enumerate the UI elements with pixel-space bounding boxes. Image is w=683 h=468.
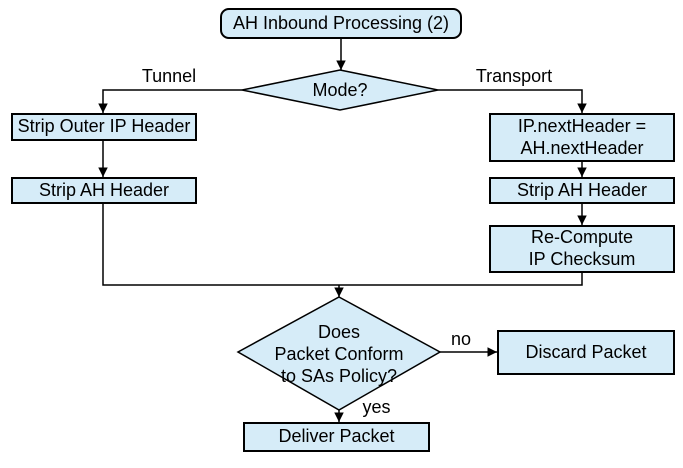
decision-policy-shape <box>236 296 442 411</box>
node-recompute-ip-checksum: Re-Compute IP Checksum <box>489 225 675 273</box>
decision-mode-label: Mode? <box>312 80 368 100</box>
node-start: AH Inbound Processing (2) <box>220 8 462 39</box>
node-strip-outer-ip-header: Strip Outer IP Header <box>11 113 197 141</box>
edge-label-transport: Transport <box>475 65 553 86</box>
edge-label-tunnel: Tunnel <box>141 65 197 86</box>
node-ip-nextheader: IP.nextHeader = AH.nextHeader <box>489 113 675 162</box>
decision-policy-label: Does Packet Conform to SAs Policy? <box>274 321 404 386</box>
edge-left-branch-join <box>102 204 339 286</box>
edge-label-yes: yes <box>362 397 391 417</box>
edge-label-no: no <box>450 329 472 349</box>
node-deliver-packet: Deliver Packet <box>243 422 430 452</box>
edge-right-branch-join <box>339 273 583 286</box>
node-discard-packet: Discard Packet <box>497 330 675 375</box>
edge-mode-tunnel <box>98 89 242 113</box>
node-strip-ah-header-right: Strip AH Header <box>489 177 675 204</box>
node-strip-ah-header-left: Strip AH Header <box>11 177 197 204</box>
edge-mode-transport <box>438 89 587 113</box>
decision-mode-shape <box>241 69 439 111</box>
